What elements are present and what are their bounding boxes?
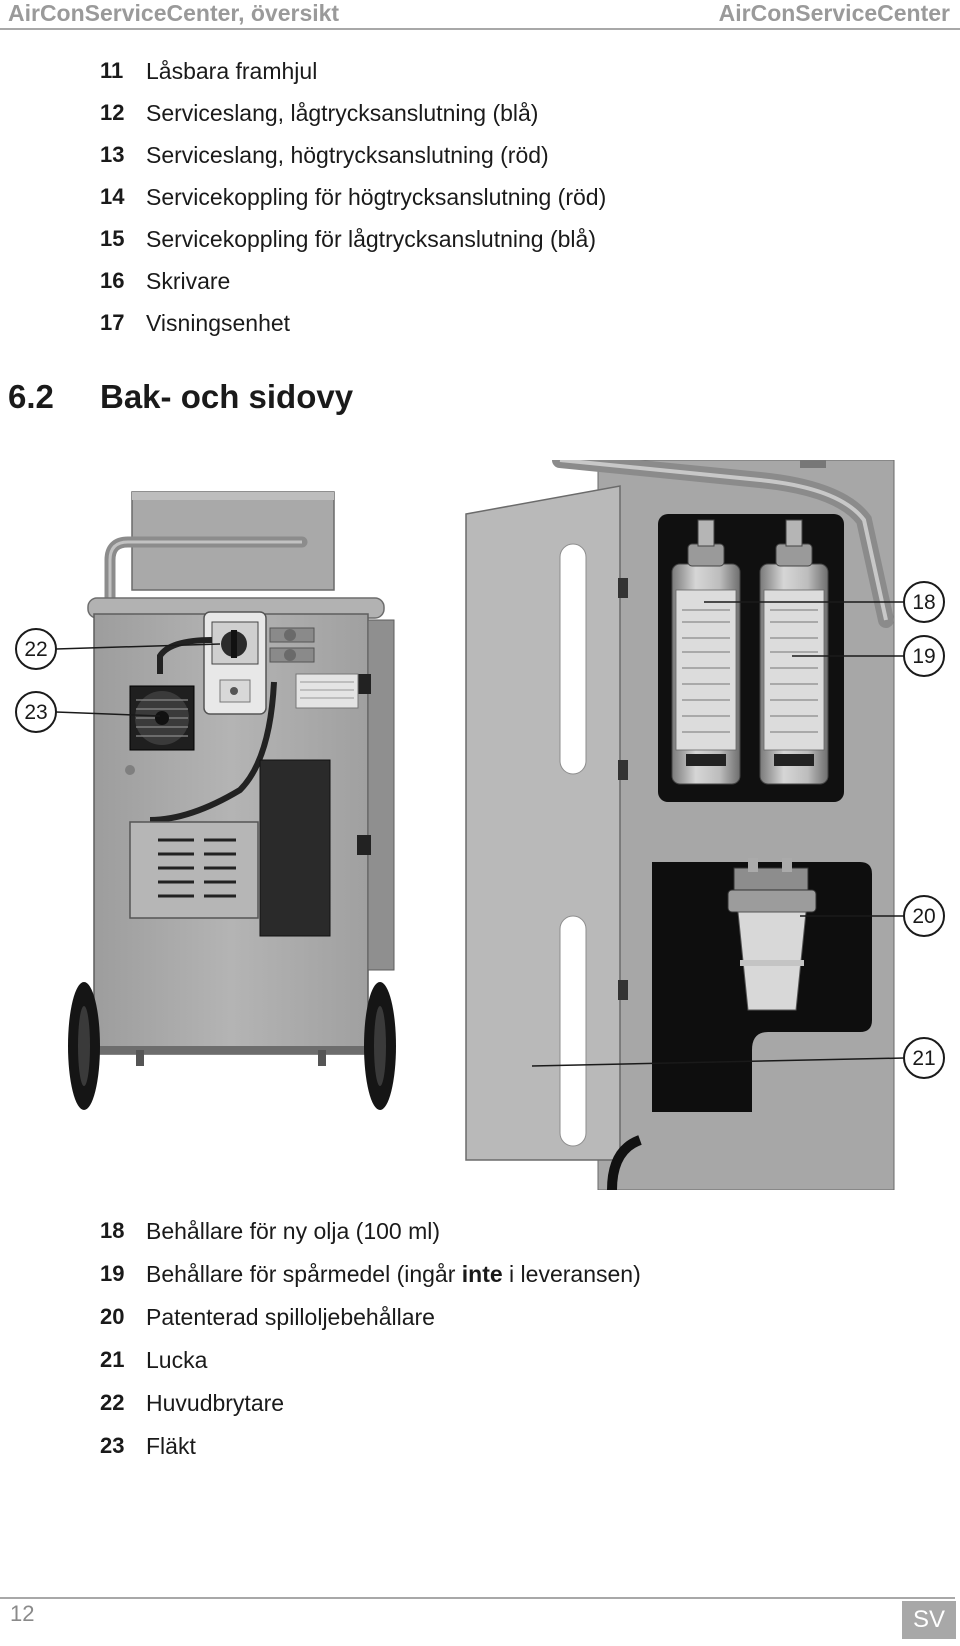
section-number: 6.2 [8,378,54,415]
item-text: Skrivare [146,268,231,294]
item-text: Visningsenhet [146,310,291,336]
rear-view-unit [68,491,396,1110]
item-text-post: i leveransen) [502,1261,641,1287]
item-text: Servicekoppling för högtrycksanslutning … [146,184,607,210]
callout-20: 20 [912,905,935,928]
header-right-title: AirConServiceCenter [718,0,950,26]
callout-22: 22 [24,638,47,661]
item-number: 19 [100,1261,125,1286]
item-text: Fläkt [146,1433,196,1459]
side-view-unit [465,452,895,1191]
item-number: 20 [100,1304,125,1329]
item-number: 17 [100,310,125,335]
header-left-title: AirConServiceCenter, översikt [8,0,340,26]
callout-19: 19 [912,645,935,668]
item-text: Behållare för spårmedel (ingår inte i le… [146,1261,641,1288]
header-rule [0,28,960,30]
item-number: 16 [100,268,125,293]
figure-illustration: 22 23 18 19 20 21 [15,452,945,1191]
item-number: 18 [100,1218,125,1243]
item-text-emphasis: inte [461,1261,503,1287]
oil-bottle [671,519,741,785]
item-text: Serviceslang, lågtrycksanslutning (blå) [146,100,539,126]
item-number: 21 [100,1347,125,1372]
item-number: 11 [100,58,124,83]
item-number: 23 [100,1433,125,1458]
section-title: Bak- och sidovy [100,378,354,415]
item-number: 15 [100,226,125,251]
callout-23: 23 [24,701,47,724]
tracer-bottle [759,519,829,785]
item-number: 13 [100,142,125,167]
callout-18: 18 [912,591,935,614]
item-number: 14 [100,184,125,209]
waste-oil-container [727,858,817,1011]
callout-21: 21 [912,1047,935,1070]
item-text: Servicekoppling för lågtrycksanslutning … [146,226,596,252]
item-text: Behållare för ny olja (100 ml) [146,1218,441,1244]
footer-rule [0,1597,955,1599]
language-badge: SV [902,1601,956,1639]
callouts [15,581,945,1079]
back-side-view-figure: 22 23 18 19 20 21 [0,452,960,1191]
item-text: Lucka [146,1347,208,1373]
item-text: Huvudbrytare [146,1390,285,1416]
item-number: 22 [100,1390,125,1415]
page-header: AirConServiceCenter, översikt AirConServ… [0,0,960,30]
item-number: 12 [100,100,125,125]
item-text-pre: Behållare för spårmedel (ingår [146,1261,462,1287]
page-number: 12 [10,1601,35,1626]
item-text: Serviceslang, högtrycksanslutning (röd) [146,142,549,168]
item-text: Patenterad spilloljebehållare [146,1304,435,1330]
item-text: Låsbara framhjul [146,58,318,84]
